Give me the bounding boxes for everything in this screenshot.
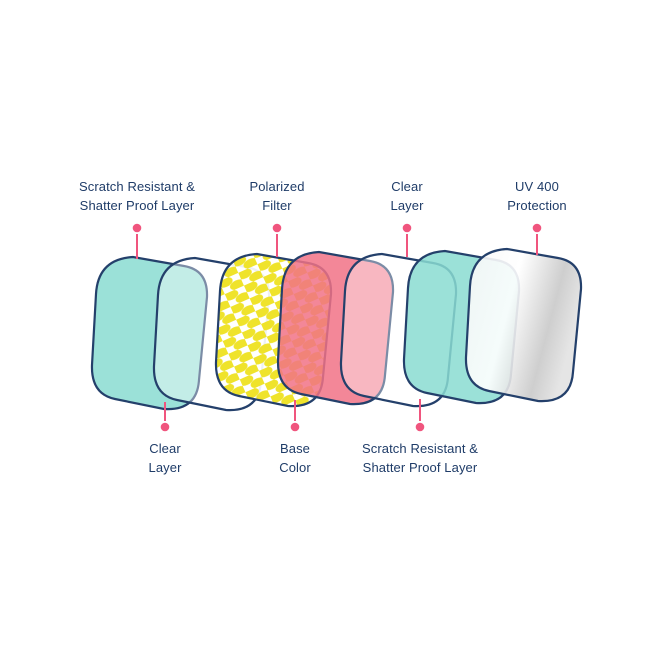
bottom-connector-lines: [164, 399, 421, 421]
label-scratch-resistant-bottom: Scratch Resistant & Shatter Proof Layer: [361, 441, 479, 475]
label-base-color: Base Color: [279, 441, 311, 475]
label-polarized-filter: Polarized Filter: [249, 179, 305, 213]
label-clear-layer-top: Clear Layer: [390, 179, 424, 213]
top-connector-lines: [136, 234, 538, 259]
lens-uv-400-protection: [464, 247, 583, 403]
top-connector-dots: [132, 223, 542, 233]
label-scratch-resistant-top: Scratch Resistant & Shatter Proof Layer: [78, 179, 196, 213]
bottom-connector-dots: [160, 422, 425, 432]
label-clear-layer-bottom: Clear Layer: [148, 441, 182, 475]
label-uv-400-protection: UV 400 Protection: [507, 179, 567, 213]
